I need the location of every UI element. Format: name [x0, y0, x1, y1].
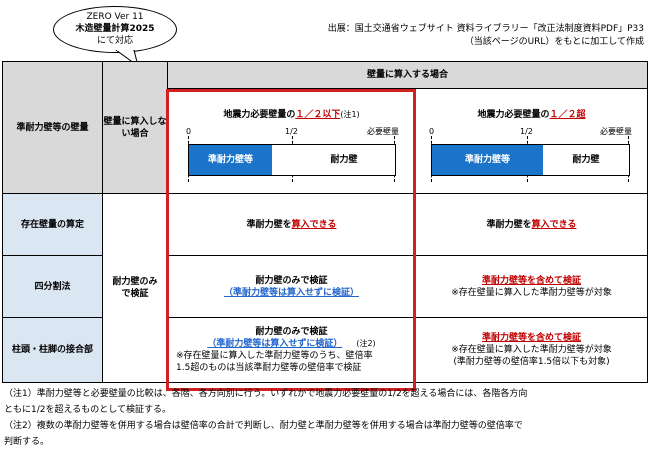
row0-c4-prefix: 準耐力壁を [486, 219, 532, 230]
source-line1: 出展：国土交通省ウェブサイト 資料ライブラリー「改正法制度資料PDF」P33 [327, 24, 644, 34]
footnote2-line2: 判断する。 [4, 437, 50, 447]
sub1-prefix: 地震力必要壁量の [223, 110, 296, 120]
row2-c3: 耐力壁のみで検証 （準耐力壁等は算入せずに検証） (注2) ※存在壁量に算入した準… [167, 317, 416, 383]
wall-quantity-table: 準耐力壁等の壁量 壁量に算入しない場合 壁量に算入する場合 地震力必要壁量の１／… [2, 61, 649, 383]
sub1-title: 地震力必要壁量の１／２以下(注1) [168, 109, 415, 121]
row2-c3-line3: ※存在壁量に算入した準耐力壁等のうち、壁倍率 [176, 351, 373, 361]
row0-c3-prefix: 準耐力壁を [246, 219, 292, 230]
row1-c4: 準耐力壁等を含めて検証 ※存在壁量に算入した準耐力壁等が対象 [414, 255, 649, 318]
bubble-line3: にて対応 [96, 36, 133, 46]
row-label-existing: 存在壁量の算定 [2, 193, 103, 256]
row0-c3-red: 算入できる [291, 219, 337, 230]
row0-c4-red: 算入できる [531, 219, 577, 230]
header-sub1: 地震力必要壁量の１／２以下(注1) 0 1/2 必要壁量 準耐力壁等 耐力壁 [167, 88, 416, 194]
row2-c3-line2: （準耐力壁等は算入せずに検証） [207, 339, 343, 349]
row2-c3-note: (注2) [356, 339, 376, 348]
bar2-jun: 準耐力壁等 [432, 145, 543, 175]
sub1-red: １／２以下 [295, 110, 341, 120]
row2-c4-line1: 準耐力壁等を含めて検証 [482, 333, 582, 343]
scale-half: 1/2 [285, 127, 298, 136]
row-label-quarter: 四分割法 [2, 255, 103, 318]
bar-jun: 準耐力壁等 [189, 145, 272, 175]
bar-frame: 準耐力壁等 耐力壁 [188, 144, 396, 176]
row0-c3: 準耐力壁を算入できる [167, 193, 416, 256]
scale2-half: 1/2 [520, 127, 533, 136]
source-note: 出展：国土交通省ウェブサイト 資料ライブラリー「改正法制度資料PDF」P33 （… [262, 23, 644, 49]
header-col3: 壁量に算入する場合 [166, 61, 649, 89]
row0-c4: 準耐力壁を算入できる [414, 193, 649, 256]
header-col1: 準耐力壁等の壁量 [2, 61, 103, 194]
footnote1-line1: （注1）準耐力壁等と必要壁量の比較は、各階、各方向別に行う。いずれかで地震力必要… [4, 389, 528, 399]
scale2-full: 必要壁量 [600, 127, 632, 136]
footnote2-line1: （注2）複数の準耐力壁等を併用する場合は壁倍率の合計で判断し、耐力壁と準耐力壁等… [4, 421, 523, 431]
merged-col2: 耐力壁のみで検証 [102, 193, 168, 383]
row1-c3-line2: （準耐力壁等は算入せずに検証） [223, 287, 359, 298]
header-sub2: 地震力必要壁量の１／２超 0 1/2 必要壁量 準耐力壁等 耐力壁 [414, 88, 649, 194]
scale2-zero: 0 [429, 127, 435, 136]
row2-c4-line2: ※存在壁量に算入した準耐力壁等が対象 [451, 345, 612, 355]
row1-c4-line2: ※存在壁量に算入した準耐力壁等が対象 [451, 287, 612, 298]
row1-c4-line1: 準耐力壁等を含めて検証 [482, 275, 582, 286]
sub2-title: 地震力必要壁量の１／２超 [416, 109, 647, 121]
footnote1-line2: ともに1/2を超えるものとして検証する。 [4, 405, 171, 415]
footnotes: （注1）準耐力壁等と必要壁量の比較は、各階、各方向別に行う。いずれかで地震力必要… [4, 386, 644, 450]
row1-c3: 耐力壁のみで検証 （準耐力壁等は算入せずに検証） [167, 255, 416, 318]
row2-c3-line1: 耐力壁のみで検証 [255, 327, 328, 337]
bar-tai: 耐力壁 [330, 155, 358, 165]
bar2-tai: 耐力壁 [572, 155, 600, 165]
bar2-frame: 準耐力壁等 耐力壁 [431, 144, 630, 176]
row-label-joint: 柱頭・柱脚の接合部 [2, 317, 103, 383]
source-line2: （当該ページのURL）をもとに加工して作成 [464, 37, 644, 47]
scale-full: 必要壁量 [367, 127, 399, 136]
header-col2: 壁量に算入しない場合 [102, 61, 168, 194]
row2-c4-line3: (準耐力壁等の壁倍率1.5倍以下も対象) [453, 357, 610, 367]
row1-c3-line1: 耐力壁のみで検証 [255, 275, 328, 286]
version-bubble: ZERO Ver 11 木造壁量計算2025 にて対応 [53, 6, 177, 53]
scale-zero: 0 [186, 127, 192, 136]
bubble-line1: ZERO Ver 11 [86, 12, 144, 22]
row2-c4: 準耐力壁等を含めて検証 ※存在壁量に算入した準耐力壁等が対象 (準耐力壁等の壁倍… [414, 317, 649, 383]
sub2-prefix: 地震力必要壁量の [477, 110, 550, 120]
row2-c3-line4: 1.5超のものは当該準耐力壁等の壁倍率で検証 [176, 363, 362, 373]
sub2-red: １／２超 [549, 110, 586, 120]
bubble-line2: 木造壁量計算2025 [75, 24, 155, 34]
sub1-note: (注1) [340, 110, 360, 119]
